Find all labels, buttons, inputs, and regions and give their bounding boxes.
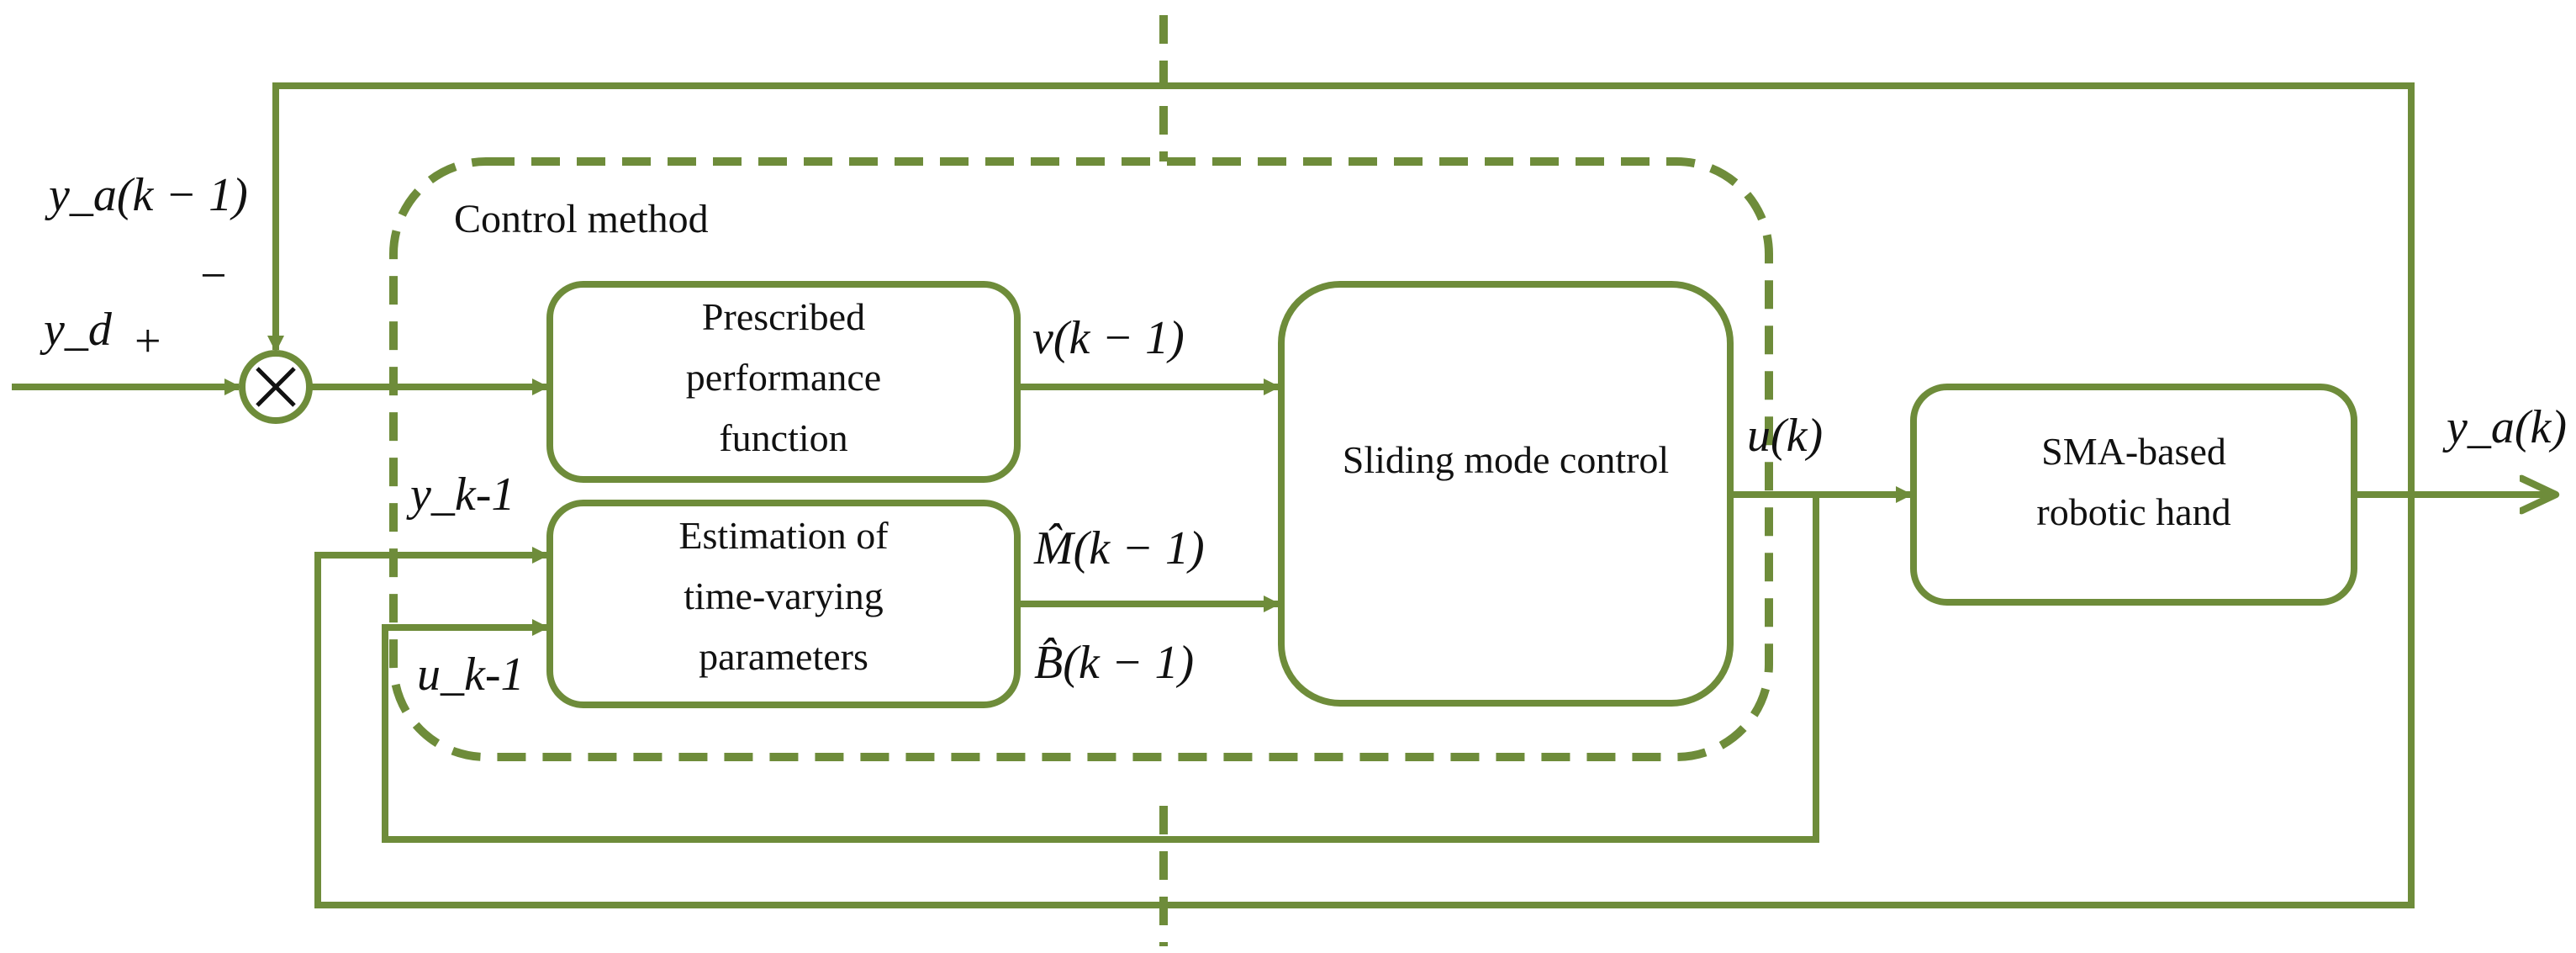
circle-cross-icon [239,350,313,424]
sma-line-2: robotic hand [2036,490,2230,533]
plus-sign: + [135,315,161,368]
ya-prev-label: y_a(k − 1) [45,169,248,221]
estimation-line-2: time-varying [684,574,884,617]
ya-output-label: y_a(k) [2442,401,2567,453]
u-label: u(k) [1747,410,1823,462]
estimation-line-3: parameters [699,635,868,678]
control-method-boundary [389,157,1773,761]
b-hat-label: B̂(k − 1) [1034,637,1194,689]
ya-feedback-loop-bottom [314,495,2415,908]
prescribed-line-2: performance [686,356,881,399]
sliding-mode-control-block [1278,281,1734,707]
uk-prev-label: u_k-1 [417,649,525,701]
prescribed-line-1: Prescribed [702,295,865,338]
v-label: ν(k − 1) [1032,312,1185,364]
prescribed-performance-block [546,281,1021,483]
sma-line-1: SMA-based [2041,430,2226,473]
yd-label: y_d [40,304,113,356]
prescribed-line-3: function [719,416,847,459]
minus-sign: − [200,250,227,302]
control-method-label: Control method [454,197,709,241]
yk-prev-label: y_k-1 [406,469,515,521]
smc-label: Sliding mode control [1343,438,1669,481]
ya-feedback-loop-top [267,82,2415,495]
estimation-line-1: Estimation of [678,514,889,557]
m-hat-label: M̂(k − 1) [1033,522,1205,574]
u-feedback-loop [382,495,1819,843]
